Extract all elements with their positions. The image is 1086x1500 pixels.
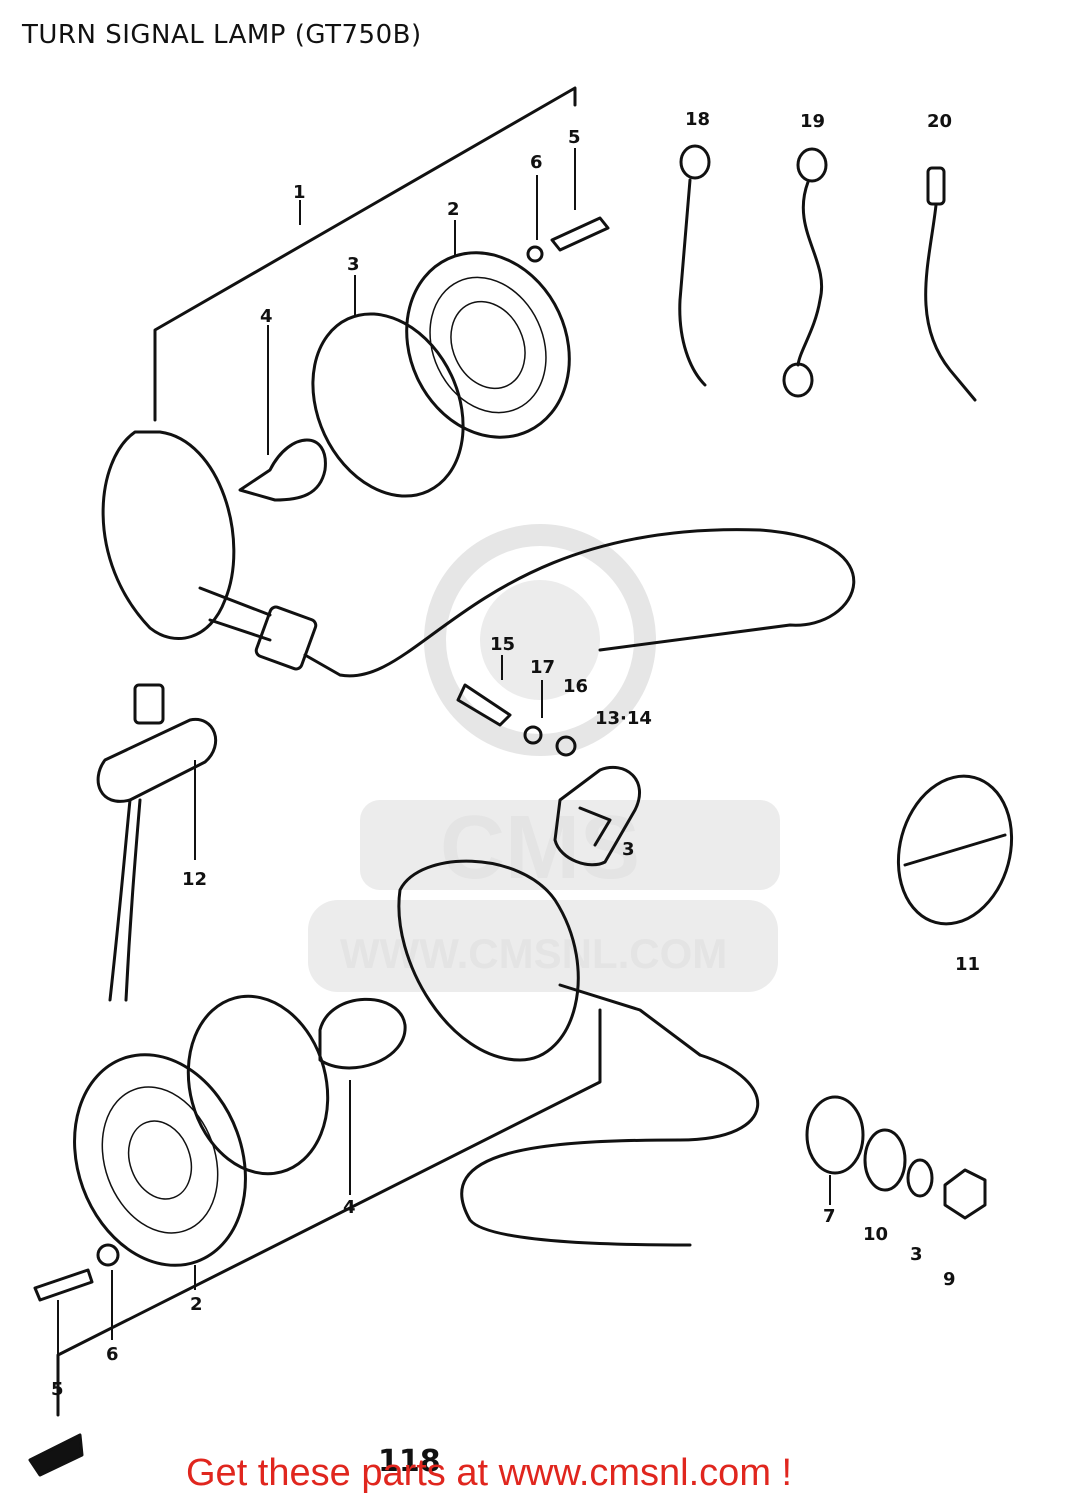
part-label-1: 1 xyxy=(293,182,306,203)
part-label-2: 2 xyxy=(447,199,460,220)
part-label-19: 19 xyxy=(800,111,825,132)
part-label-3: 3 xyxy=(347,254,360,275)
part-label-5: 5 xyxy=(568,127,581,148)
lower-bulb xyxy=(318,997,407,1070)
mount-hardware-set xyxy=(805,1095,987,1220)
lower-gasket xyxy=(186,994,330,1176)
lower-lamp-housing xyxy=(397,859,759,1247)
part-label-16: 16 xyxy=(563,676,588,697)
part-label-20: 20 xyxy=(927,111,952,132)
upper-lens xyxy=(405,251,571,439)
upper-assembly-bracket xyxy=(153,86,577,422)
page-title: TURN SIGNAL LAMP (GT750B) xyxy=(22,20,422,50)
part-label-2-lower: 2 xyxy=(190,1294,203,1315)
upper-screw xyxy=(526,216,610,263)
part-label-10: 10 xyxy=(863,1224,888,1245)
lower-screw xyxy=(33,1243,120,1302)
part-label-4-lower: 4 xyxy=(343,1197,356,1218)
wire-19 xyxy=(782,147,828,398)
part-label-13-14: 13·14 xyxy=(595,708,652,729)
upper-lamp-housing xyxy=(101,430,856,678)
wire-20 xyxy=(924,166,977,402)
part-label-7: 7 xyxy=(823,1206,836,1227)
part-label-18: 18 xyxy=(685,109,710,130)
part-label-11: 11 xyxy=(955,954,980,975)
watermark-url: WWW.CMSNL.COM xyxy=(340,930,727,977)
part-label-15: 15 xyxy=(490,634,515,655)
lower-lens xyxy=(73,1053,247,1267)
part-label-3-bracket: 3 xyxy=(622,839,635,860)
cmsnl-link-banner[interactable]: Get these parts at www.cmsnl.com ! xyxy=(186,1452,793,1494)
part-label-4: 4 xyxy=(260,306,273,327)
part-label-6-lower: 6 xyxy=(106,1344,119,1365)
upper-bulb xyxy=(238,438,327,502)
page-number: 118 xyxy=(378,1444,441,1479)
part-label-5-lower: 5 xyxy=(51,1379,64,1400)
upper-gasket xyxy=(311,312,465,498)
part-label-3-washer: 3 xyxy=(910,1244,923,1265)
reflector xyxy=(896,774,1014,926)
part-label-6: 6 xyxy=(530,152,543,173)
mount-bracket xyxy=(553,765,642,867)
part-label-17: 17 xyxy=(530,657,555,678)
watermark-brand: CMS xyxy=(440,798,640,898)
part-label-9: 9 xyxy=(943,1269,956,1290)
part-label-12: 12 xyxy=(182,869,207,890)
lower-assembly-bracket xyxy=(56,1008,602,1417)
direction-arrow xyxy=(28,1433,84,1477)
wire-18 xyxy=(678,144,711,387)
small-parts-15-16-17 xyxy=(456,683,577,757)
flasher-relay xyxy=(96,683,218,1002)
cms-watermark: CMS WWW.CMSNL.COM xyxy=(308,524,780,992)
